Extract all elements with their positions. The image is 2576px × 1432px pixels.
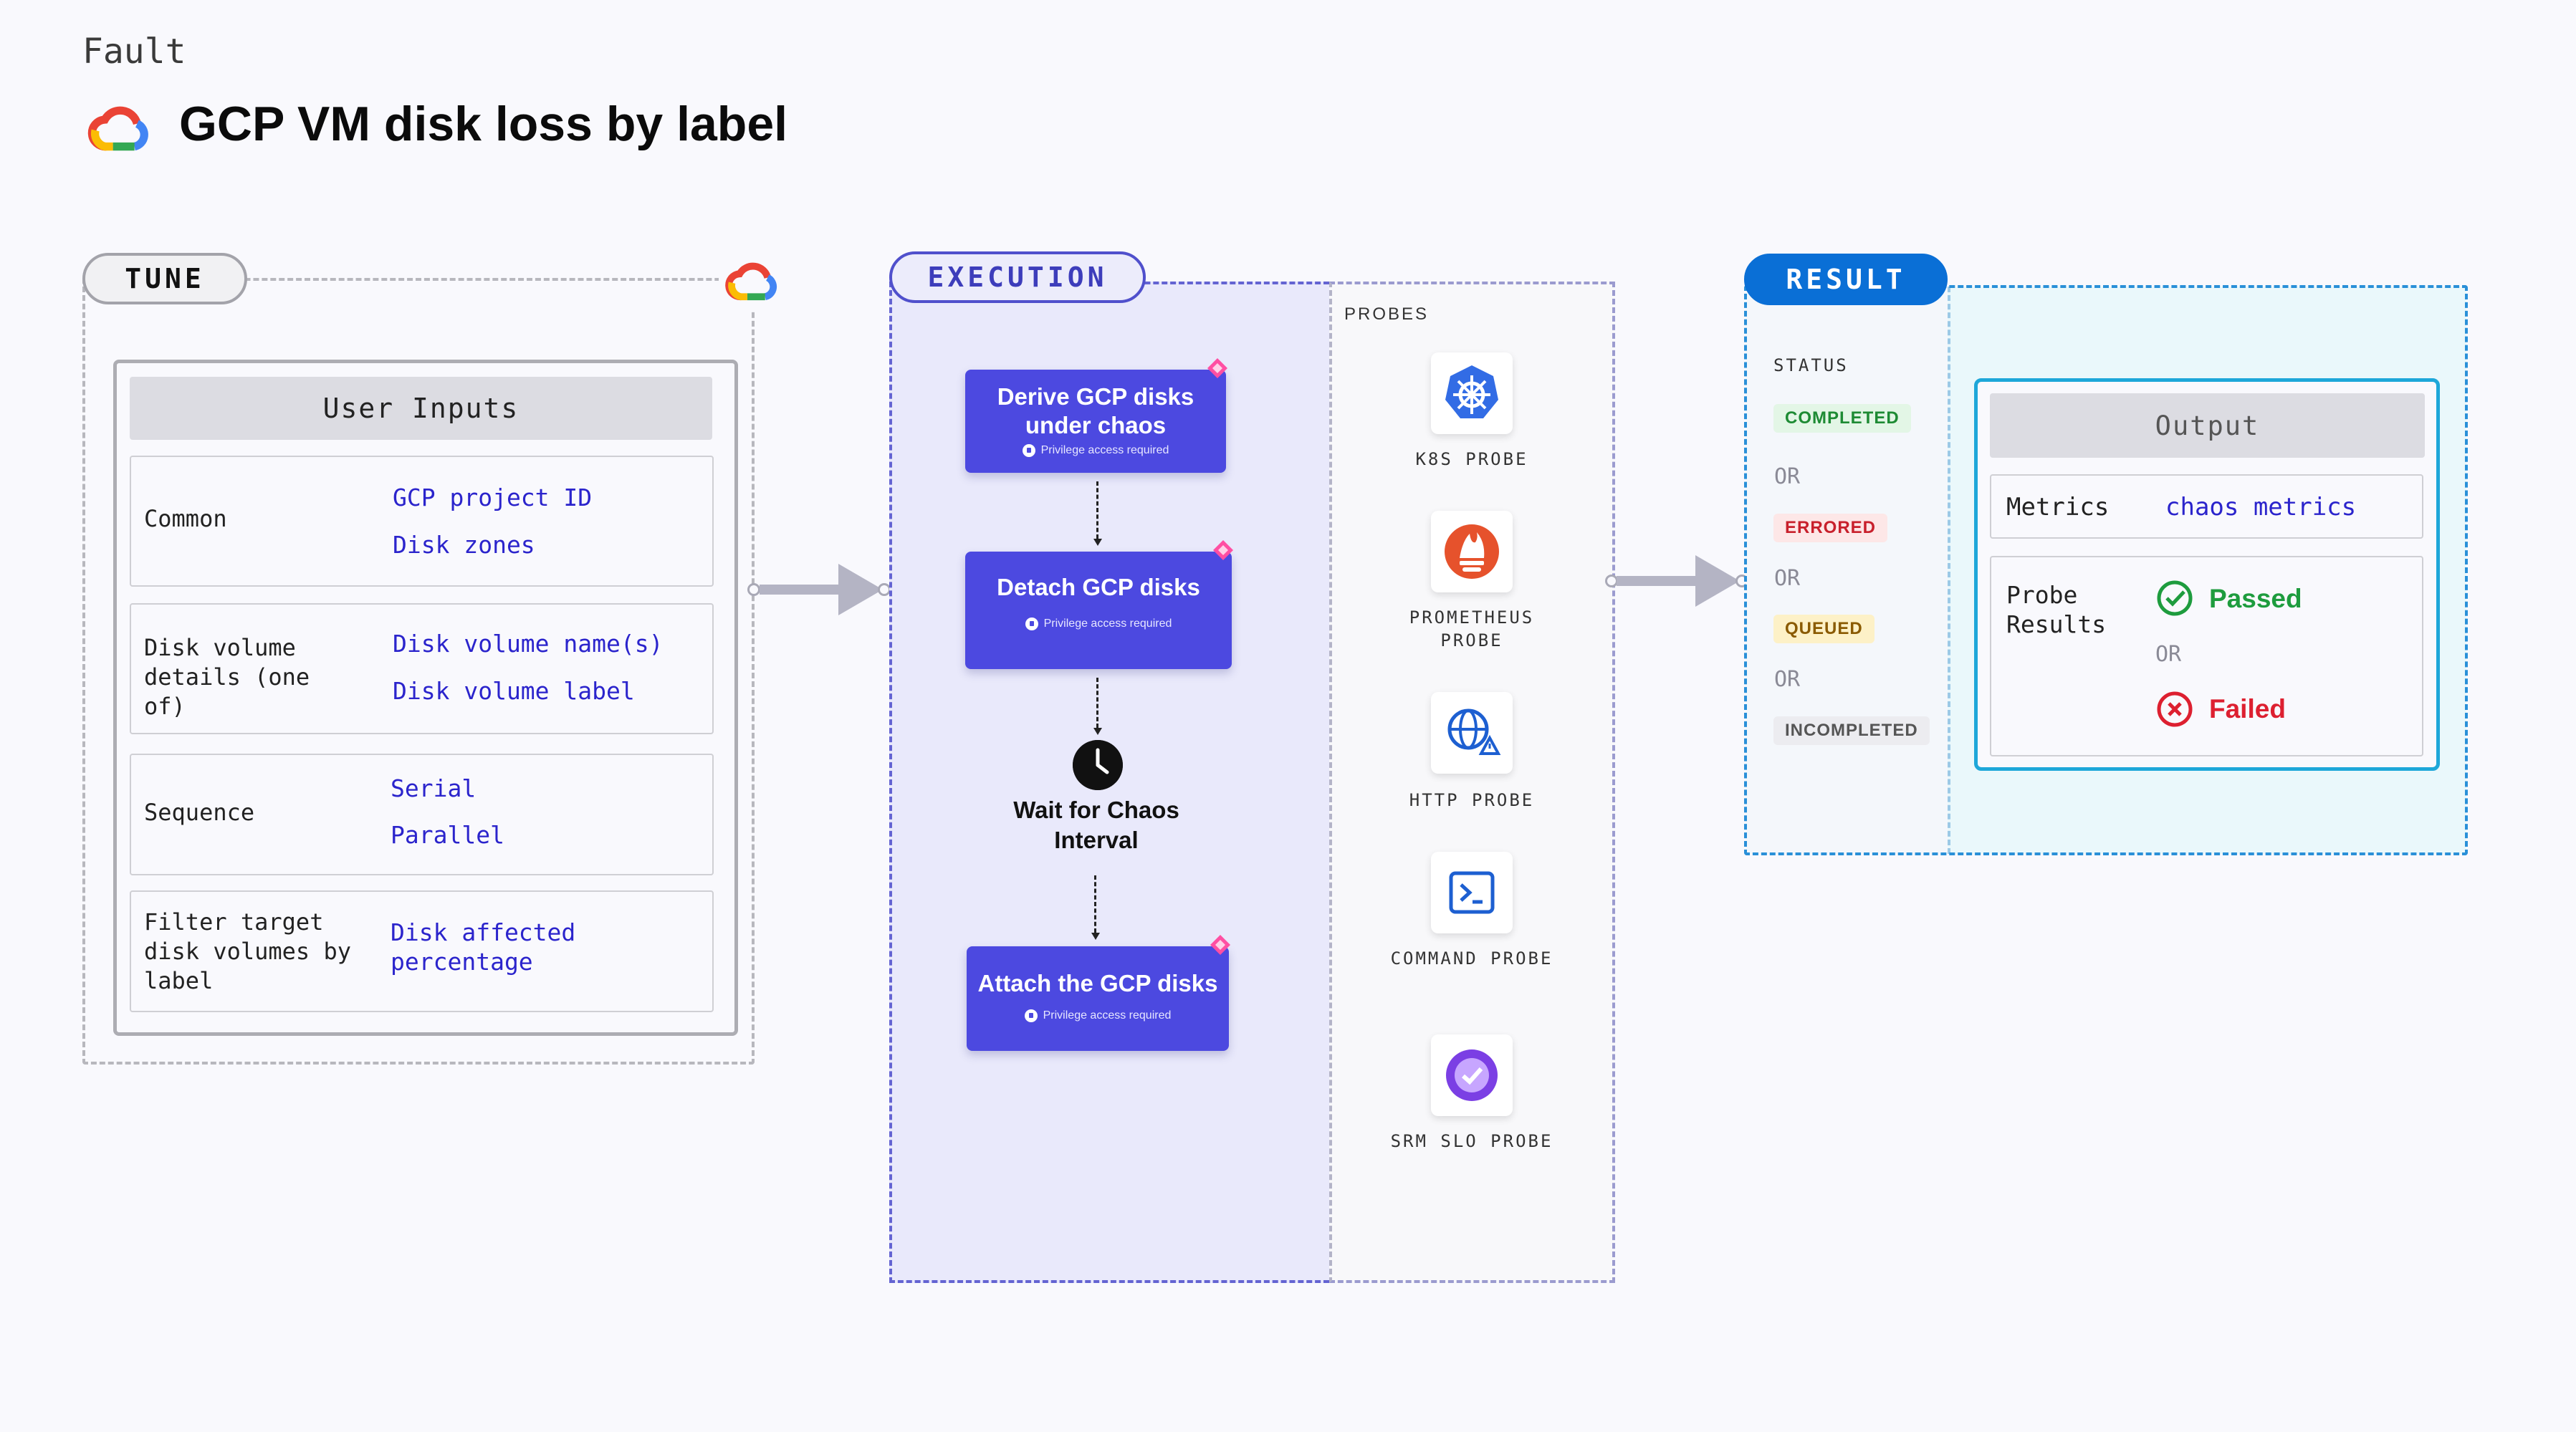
privilege-note: Privilege access required	[965, 444, 1226, 457]
step-detach-gcp-disks: Detach GCP disks Privilege access requir…	[965, 552, 1232, 669]
or-separator: OR	[2155, 642, 2182, 667]
input-row-key: Disk volume details (one of)	[144, 634, 310, 720]
arrow-head	[1695, 555, 1740, 607]
failed-label: Failed	[2209, 694, 2286, 724]
or-separator: OR	[1774, 667, 1801, 692]
input-row-key: Filter target disk volumes by label	[144, 908, 351, 994]
input-row-value: Disk volume label	[393, 677, 635, 705]
prometheus-icon	[1431, 511, 1513, 592]
step-attach-gcp-disks: Attach the GCP disks Privilege access re…	[967, 946, 1229, 1051]
check-circle-icon	[2157, 580, 2193, 616]
flow-connector	[1096, 481, 1098, 539]
or-separator: OR	[1774, 464, 1801, 489]
probe-label-command: COMMAND PROBE	[1390, 948, 1553, 969]
input-row-key: Common	[144, 505, 227, 532]
metrics-value: chaos metrics	[2165, 493, 2357, 522]
terminal-icon	[1431, 852, 1513, 933]
http-globe-icon	[1431, 692, 1513, 774]
arrow-head	[1091, 933, 1100, 940]
passed-label: Passed	[2209, 584, 2302, 613]
connector-dot	[747, 583, 760, 596]
result-section	[1744, 285, 2468, 855]
probe-results-row	[1990, 556, 2423, 756]
x-circle-icon	[2157, 691, 2193, 727]
step-title: Attach the GCP disks	[977, 970, 1218, 996]
step-title: Derive GCP disks under chaos	[997, 383, 1194, 438]
arrow-head	[838, 564, 883, 615]
input-row-value: Parallel	[391, 821, 504, 849]
tune-label: TUNE	[82, 253, 247, 304]
input-row-value: GCP project ID	[393, 484, 593, 511]
probe-label-srm-slo: SRM SLO PROBE	[1390, 1131, 1553, 1151]
privilege-note: Privilege access required	[965, 618, 1232, 630]
input-row-filter-target: Filter target disk volumes by label Disk…	[130, 890, 714, 1012]
status-label: STATUS	[1773, 355, 1849, 375]
arrow-head	[1093, 728, 1102, 735]
privilege-note: Privilege access required	[967, 1009, 1229, 1022]
metrics-key: Metrics	[2006, 493, 2110, 522]
probes-panel	[1329, 282, 1615, 1283]
status-badge-incompleted: INCOMPLETED	[1773, 716, 1930, 745]
status-badge-queued: QUEUED	[1773, 615, 1874, 643]
harness-badge-icon	[1207, 358, 1227, 378]
privilege-note-text: Privilege access required	[1043, 618, 1172, 630]
or-separator: OR	[1774, 566, 1801, 591]
input-row-value: Disk affected percentage	[391, 918, 576, 976]
flow-arrow	[760, 585, 846, 595]
lock-icon	[1022, 444, 1035, 457]
tune-section	[82, 278, 755, 1065]
probe-label-k8s: K8S PROBE	[1415, 449, 1528, 469]
fault-kicker: Fault	[82, 32, 186, 72]
metrics-row	[1990, 474, 2423, 539]
privilege-note-text: Privilege access required	[1043, 1009, 1172, 1022]
step-derive-gcp-disks: Derive GCP disks under chaos Privilege a…	[965, 370, 1226, 473]
flow-connector	[1094, 875, 1096, 933]
status-badge-completed: COMPLETED	[1773, 404, 1911, 433]
gcp-cloud-icon	[87, 106, 148, 151]
execution-label: EXECUTION	[889, 251, 1146, 303]
probe-label-prometheus: PROMETHEUS PROBE	[1409, 607, 1535, 650]
flow-connector	[1096, 678, 1098, 728]
probes-label: PROBES	[1344, 304, 1430, 324]
privilege-note-text: Privilege access required	[1040, 444, 1169, 456]
result-label: RESULT	[1744, 254, 1948, 305]
probe-label-http: HTTP PROBE	[1409, 790, 1535, 810]
input-row-common: Common GCP project ID Disk zones	[130, 456, 714, 587]
user-inputs-header: User Inputs	[130, 377, 712, 440]
output-header: Output	[1990, 393, 2425, 458]
input-row-value: Serial	[391, 774, 477, 802]
slo-icon	[1431, 1034, 1513, 1116]
status-badge-errored: ERRORED	[1773, 514, 1888, 542]
harness-badge-icon	[1213, 540, 1233, 560]
input-row-sequence: Sequence Serial Parallel	[130, 754, 714, 875]
harness-badge-icon	[1210, 935, 1230, 955]
flow-arrow	[1617, 576, 1703, 586]
input-row-value: Disk volume name(s)	[393, 630, 664, 658]
kubernetes-icon	[1431, 352, 1513, 434]
step-title: Detach GCP disks	[997, 574, 1200, 600]
lock-icon	[1025, 618, 1038, 630]
status-panel	[1746, 287, 1948, 854]
input-row-value: Disk zones	[393, 531, 535, 559]
arrow-head	[1093, 539, 1102, 546]
probe-results-key: Probe Results	[2006, 581, 2107, 638]
gcp-cloud-icon	[719, 252, 786, 309]
input-row-disk-volume-details: Disk volume details (one of) Disk volume…	[130, 603, 714, 734]
input-row-key: Sequence	[144, 799, 255, 826]
page-title: GCP VM disk loss by label	[179, 97, 788, 151]
clock-icon	[1073, 740, 1123, 790]
lock-icon	[1024, 1009, 1038, 1022]
wait-for-chaos-interval: Wait for Chaos Interval	[1013, 797, 1179, 853]
